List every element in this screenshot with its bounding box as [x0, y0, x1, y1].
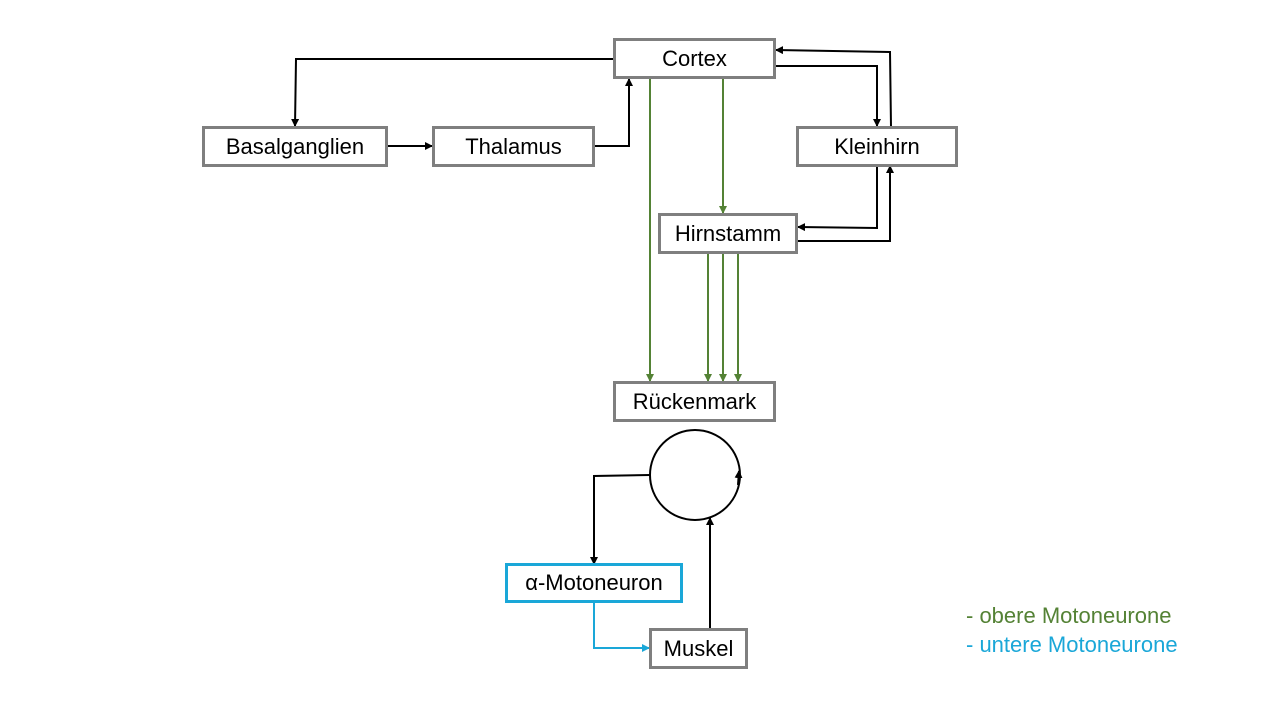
- node-alpha-motoneuron: α-Motoneuron: [505, 563, 683, 603]
- arrow-cortex-to-kleinhirn: [776, 65, 881, 127]
- legend-untere-motoneurone: - untere Motoneurone: [966, 632, 1178, 657]
- node-basalganglien: Basalganglien: [202, 126, 388, 167]
- node-kleinhirn: Kleinhirn: [796, 126, 958, 167]
- node-basalganglien-label: Basalganglien: [225, 133, 365, 159]
- arrow-kleinhirn-to-hirnstamm: [797, 167, 878, 232]
- node-kleinhirn-label: Kleinhirn: [834, 133, 920, 159]
- arrow-alpha-motoneuron-to-muskel: [593, 603, 650, 652]
- node-hirnstamm: Hirnstamm: [658, 213, 798, 254]
- arrow-circle-clockwise: [734, 470, 743, 486]
- node-cortex: Cortex: [613, 38, 776, 79]
- node-rueckenmark-label: Rückenmark: [632, 388, 757, 414]
- node-thalamus-label: Thalamus: [465, 133, 562, 159]
- arrow-kleinhirn-to-cortex: [775, 46, 892, 128]
- arrow-loop-to-alpha-motoneuron: [590, 474, 651, 565]
- node-muskel-label: Muskel: [663, 635, 734, 661]
- reflex-loop-circle: [649, 429, 741, 521]
- node-muskel: Muskel: [649, 628, 748, 669]
- node-thalamus: Thalamus: [432, 126, 595, 167]
- node-hirnstamm-label: Hirnstamm: [674, 220, 782, 246]
- arrow-cortex-to-basalganglien: [291, 58, 614, 127]
- node-cortex-label: Cortex: [662, 45, 727, 71]
- arrow-thalamus-to-cortex: [595, 78, 633, 147]
- arrow-hirnstamm-to-kleinhirn: [798, 165, 894, 242]
- node-alpha-motoneuron-label: α-Motoneuron: [525, 570, 663, 595]
- node-rueckenmark: Rückenmark: [613, 381, 776, 422]
- legend-obere-motoneurone: - obere Motoneurone: [966, 603, 1172, 628]
